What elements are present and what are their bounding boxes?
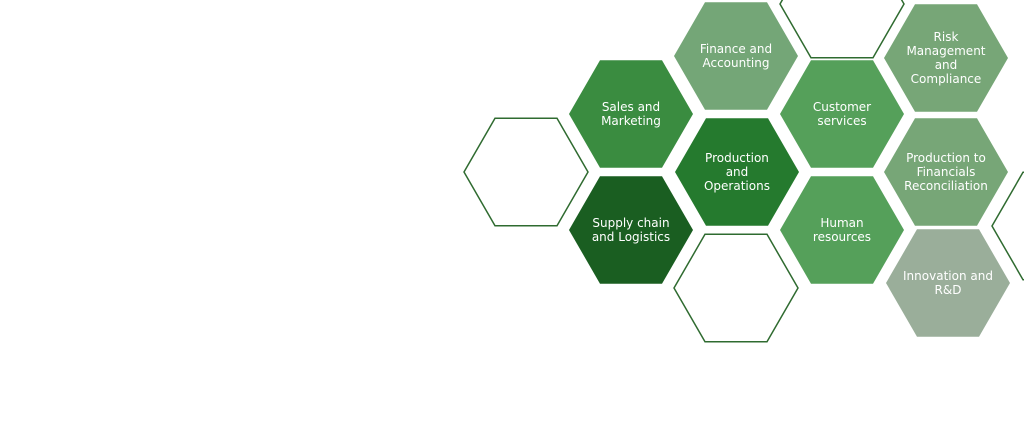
hexagon-top-center-empty bbox=[779, 0, 905, 59]
hexagon-right-edge-empty bbox=[991, 171, 1024, 281]
hexagon-innovation-and-rd bbox=[886, 229, 1010, 337]
hexagon-supply-chain-and-logistics bbox=[569, 176, 693, 284]
hexagon-customer-services bbox=[780, 60, 904, 168]
hexagon-bottom-center-empty bbox=[673, 233, 799, 343]
hexagon-finance-and-accounting bbox=[674, 2, 798, 110]
hexagon-risk-management-and-compliance bbox=[884, 4, 1008, 112]
hexagon-left-empty bbox=[463, 117, 589, 227]
hexagon-sales-and-marketing bbox=[569, 60, 693, 168]
hexagon-production-to-financials-reconciliation bbox=[884, 118, 1008, 226]
hexagon-production-and-operations bbox=[675, 118, 799, 226]
hexagon-human-resources bbox=[780, 176, 904, 284]
